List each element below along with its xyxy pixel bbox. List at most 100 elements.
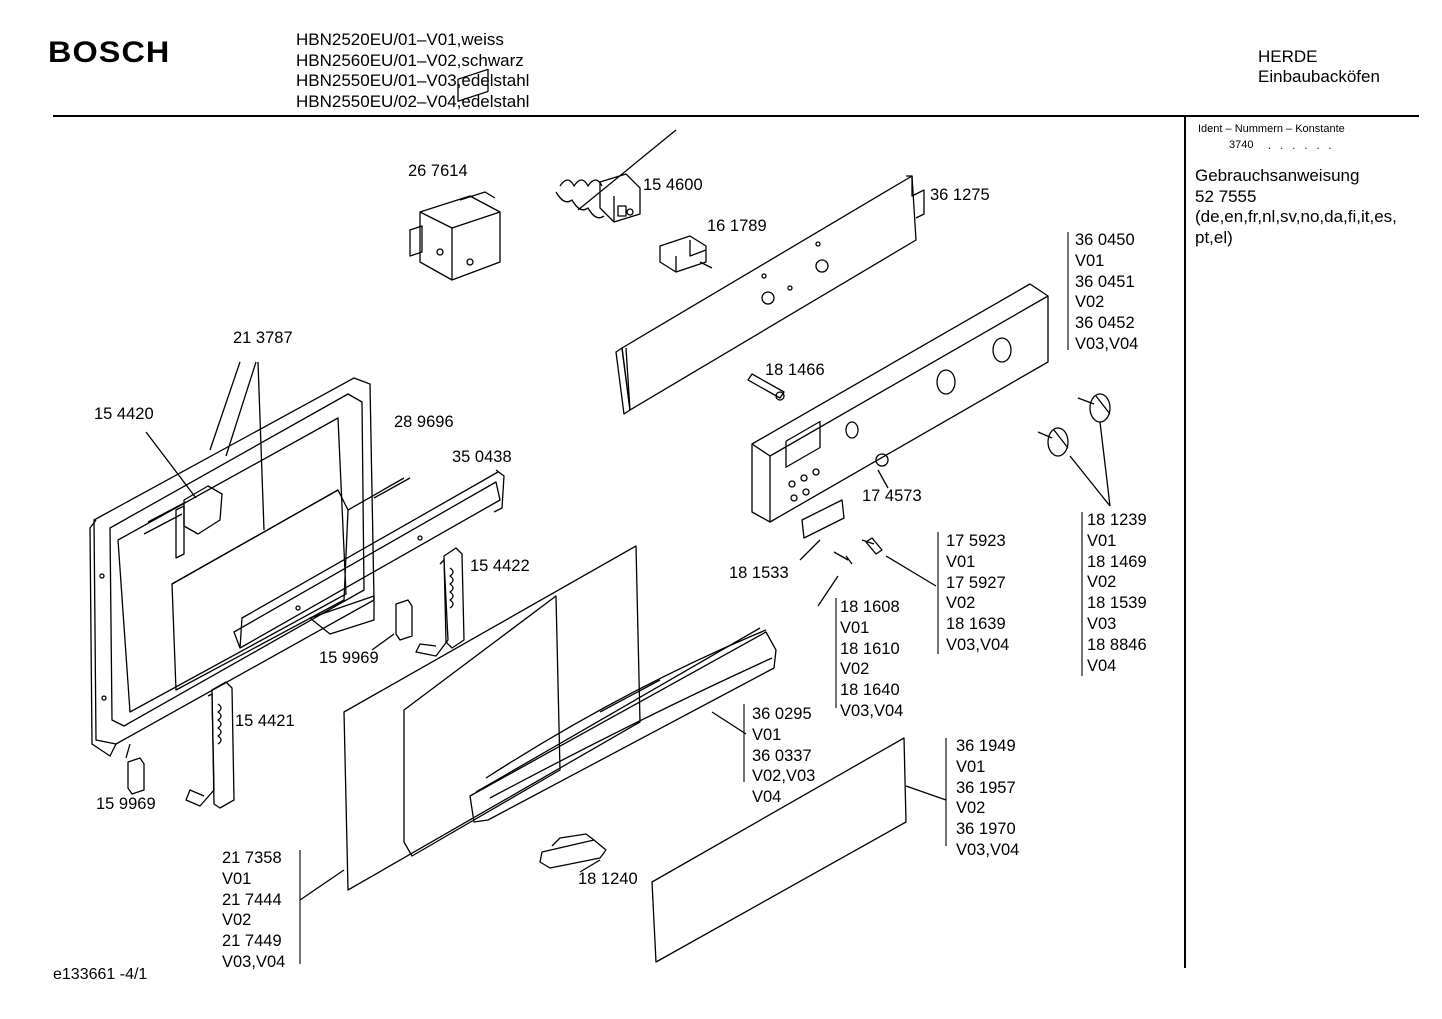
manual-info: Gebrauchsanweisung 52 7555 (de,en,fr,nl,…	[1195, 166, 1397, 248]
group-line: 21 7449	[222, 932, 282, 951]
header-divider	[53, 115, 1419, 117]
group-line: V02,V03	[752, 767, 816, 786]
part-label: 15 9969	[319, 649, 379, 667]
group-line: 36 1949	[956, 737, 1016, 755]
category-subtitle: Einbaubacköfen	[1258, 67, 1380, 86]
part-label: 18 1240	[578, 870, 638, 888]
group-line: V04	[1087, 656, 1117, 675]
part-label: 17 4573	[862, 487, 922, 505]
group-line: V03,V04	[222, 952, 286, 971]
part-label: 15 4600	[643, 176, 703, 194]
part-label: 21 3787	[233, 329, 293, 347]
group-line: V02	[840, 660, 870, 679]
ident-title: Ident – Nummern – Konstante	[1198, 123, 1345, 135]
group-line: 18 8846	[1087, 635, 1147, 654]
door-clips	[145, 361, 265, 559]
display-window	[799, 499, 845, 561]
group-line: 21 7358	[222, 849, 282, 867]
door-hinges	[185, 547, 465, 809]
category-block: HERDE Einbaubacköfen	[1258, 47, 1380, 87]
model-line: HBN2550EU/02–V04,edelstahl	[296, 91, 530, 111]
trim-strip	[651, 737, 947, 963]
part-label: 18 1533	[729, 564, 789, 582]
part-group-pin: 18 1608 V01 18 1610 V02 18 1640 V03,V04	[840, 597, 903, 722]
group-line: V01	[946, 552, 976, 571]
group-line: V01	[752, 725, 782, 744]
drawing-code: e133661 -4/1	[53, 966, 148, 983]
part-label: 15 4420	[94, 405, 154, 423]
group-brackets	[299, 232, 1083, 964]
timer-module	[409, 68, 501, 281]
group-line: V04	[752, 788, 782, 807]
part-group-screw: 17 5923 V01 17 5927 V02 18 1639 V03,V04	[946, 531, 1009, 656]
control-mounting-plate	[615, 175, 925, 415]
group-line: 18 1469	[1087, 552, 1147, 571]
part-label: 15 4422	[470, 557, 530, 575]
part-group-door: 21 7358 V01 21 7444 V02 21 7449 V03,V04	[222, 848, 285, 973]
door-rail	[233, 469, 505, 649]
model-line: HBN2550EU/01–V03,edelstahl	[296, 71, 530, 90]
group-line: 36 0451	[1075, 272, 1135, 291]
group-line: 21 7444	[222, 890, 282, 909]
part-label: 16 1789	[707, 217, 767, 235]
ident-code: 3740	[1229, 139, 1254, 151]
group-line: V02	[222, 911, 252, 930]
manual-line: (de,en,fr,nl,sv,no,da,fi,it,es,	[1195, 207, 1397, 226]
control-panel-front	[751, 283, 1049, 523]
screws-and-pins	[817, 537, 937, 607]
door-handle	[469, 627, 777, 823]
group-line: 18 1610	[840, 639, 900, 658]
group-line: 18 1608	[840, 598, 900, 616]
handle-clip	[539, 833, 607, 873]
sidebar-divider	[1184, 116, 1186, 968]
group-line: V01	[956, 757, 986, 776]
part-group-strip: 36 1949 V01 36 1957 V02 36 1970 V03,V04	[956, 736, 1019, 861]
group-line: 17 5923	[946, 532, 1006, 550]
switch-shaft	[747, 373, 785, 401]
group-line: V03	[1087, 614, 1117, 633]
group-line: V03,V04	[946, 635, 1010, 654]
part-label: 15 4421	[235, 712, 295, 730]
group-line: V02	[946, 594, 976, 613]
part-group-handle: 36 0295 V01 36 0337 V02,V03 V04	[752, 704, 815, 808]
group-line: V01	[1087, 531, 1117, 550]
part-group-panel: 36 0450 V01 36 0451 V02 36 0452 V03,V04	[1075, 230, 1138, 355]
group-line: 18 1539	[1087, 594, 1147, 613]
group-line: 18 1640	[840, 681, 900, 700]
group-line: V03,V04	[840, 701, 904, 720]
door-inner-frame	[89, 377, 375, 759]
part-label: 26 7614	[408, 162, 468, 180]
part-group-knob: 18 1239 V01 18 1469 V02 18 1539 V03 18 8…	[1087, 510, 1147, 676]
group-line: 36 1970	[956, 820, 1016, 839]
group-line: V02	[1075, 293, 1105, 312]
thermostat-with-capillary	[555, 129, 677, 223]
manual-line: pt,el)	[1195, 227, 1233, 247]
group-line: 36 0452	[1075, 314, 1135, 333]
group-line: V02	[1087, 573, 1117, 592]
brand-logo: BOSCH	[48, 36, 171, 69]
spacer-blocks	[127, 599, 413, 795]
group-line: 17 5927	[946, 573, 1006, 592]
part-label: 36 1275	[930, 186, 990, 204]
part-label: 15 9969	[96, 795, 156, 813]
category-title: HERDE	[1258, 47, 1318, 66]
group-line: V03,V04	[1075, 334, 1139, 353]
group-line: 36 1957	[956, 778, 1016, 797]
group-line: V01	[1075, 251, 1105, 270]
push-button	[875, 453, 889, 489]
group-line: 36 0450	[1075, 231, 1135, 249]
group-line: V03,V04	[956, 840, 1020, 859]
group-line: 36 0337	[752, 746, 812, 765]
group-line: V01	[222, 869, 252, 888]
ident-dots: . . . . . .	[1268, 140, 1335, 152]
manual-line: Gebrauchsanweisung	[1195, 166, 1360, 185]
part-label: 18 1466	[765, 361, 825, 379]
group-line: 36 0295	[752, 705, 812, 723]
part-label: 28 9696	[394, 413, 454, 431]
model-list: HBN2520EU/01–V01,weiss HBN2560EU/01–V02,…	[296, 30, 529, 112]
function-switch	[659, 235, 713, 273]
inner-glass-pane	[171, 477, 405, 691]
control-knobs	[1037, 393, 1111, 507]
part-label: 35 0438	[452, 448, 512, 466]
